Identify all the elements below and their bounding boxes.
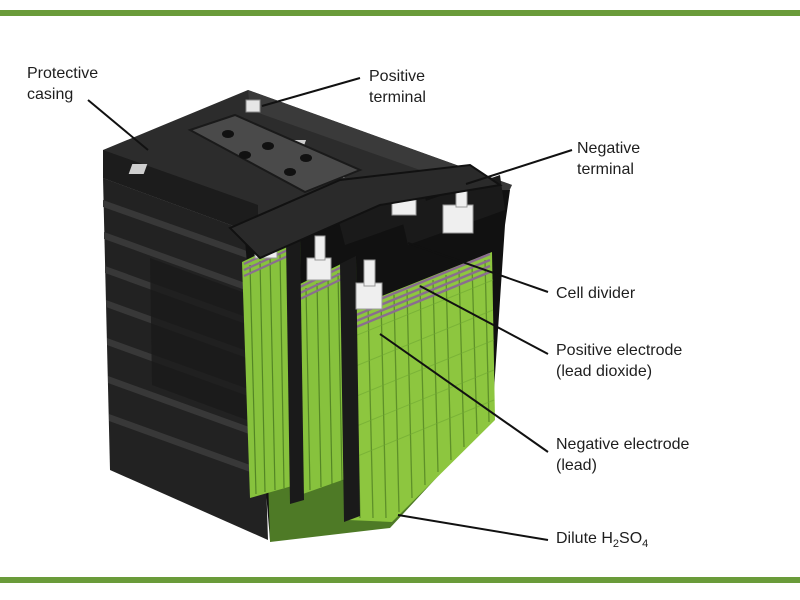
label-positive-electrode: Positive electrode (lead dioxide) (556, 342, 683, 380)
casing-left-recess (150, 258, 247, 420)
leader-negative-electrode (379, 333, 549, 453)
leader-electrolyte (397, 514, 549, 541)
label-protective-casing: Protective casing (27, 65, 99, 103)
leader-protective-casing (87, 99, 149, 151)
leader-positive-terminal (261, 77, 361, 107)
electrode-stack-3 (342, 252, 495, 522)
leader-negative-terminal (465, 149, 573, 185)
label-positive-terminal: Positive terminal (369, 68, 426, 106)
label-electrolyte: Dilute H2SO4 (556, 530, 649, 550)
top-border-rule (0, 10, 800, 16)
cell-connector-strap (228, 163, 503, 260)
label-negative-terminal: Negative terminal (577, 140, 641, 178)
label-cell-divider: Cell divider (556, 285, 636, 302)
leader-lines (87, 77, 573, 541)
leader-cell-divider (407, 242, 549, 293)
bottom-border-rule (0, 577, 800, 583)
leader-positive-electrode (419, 285, 549, 355)
positive-terminal-post (245, 99, 261, 113)
strap-holes (222, 130, 312, 176)
label-negative-electrode: Negative electrode (lead) (556, 436, 690, 474)
